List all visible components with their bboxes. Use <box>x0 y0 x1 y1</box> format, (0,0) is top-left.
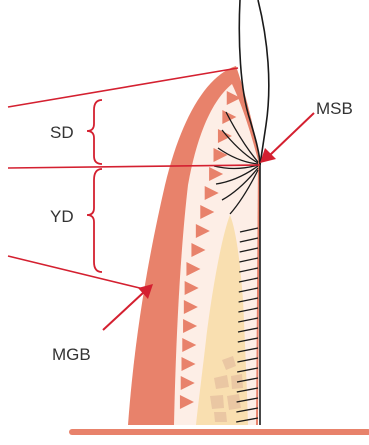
sd-brace <box>87 100 102 164</box>
braces <box>87 100 102 272</box>
label-mgb: MGB <box>52 345 91 364</box>
label-sd: SD <box>50 123 74 142</box>
yd-brace <box>87 169 102 272</box>
label-yd: YD <box>50 207 74 226</box>
mgb-arrow-line <box>103 292 144 330</box>
label-msb: MSB <box>316 99 353 118</box>
enamel-line <box>258 0 269 165</box>
bone-cell <box>210 395 224 409</box>
line-junction <box>8 256 148 290</box>
bone-cell <box>214 412 227 422</box>
msb-arrow-line <box>270 113 314 155</box>
